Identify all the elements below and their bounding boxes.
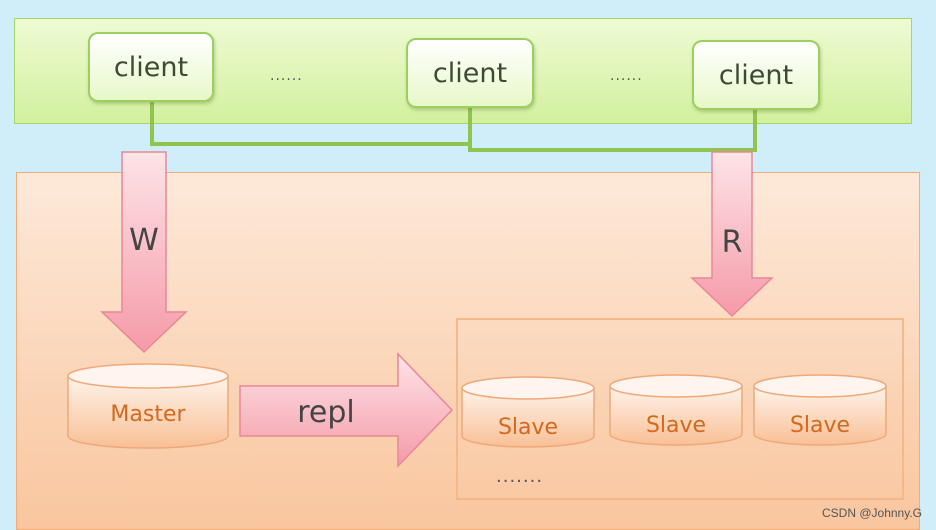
slave-db-3-top	[753, 374, 887, 398]
client-gap-ellipsis-2: ......	[610, 68, 643, 84]
slave-db-3: Slave	[753, 374, 887, 446]
client-box-2: client	[406, 38, 534, 108]
repl-arrow-label: repl	[297, 395, 355, 430]
master-db-top	[67, 363, 229, 389]
slave-db-2-top	[609, 374, 743, 398]
slave-db-1: Slave	[461, 376, 595, 448]
write-arrow	[100, 151, 188, 354]
master-db-body	[67, 376, 229, 449]
watermark: CSDN @Johnny.G	[822, 506, 922, 520]
client-label-1: client	[113, 51, 189, 83]
client-connector-mid	[468, 108, 757, 152]
slave-db-1-label: Slave	[498, 415, 558, 440]
read-arrow-label: R	[722, 225, 743, 260]
client-label-2: client	[432, 57, 508, 89]
client-connector-left	[150, 102, 470, 146]
slave-db-2-body	[609, 386, 743, 446]
master-db: Master	[67, 363, 229, 449]
read-arrow	[690, 151, 774, 318]
slave-db-2: Slave	[609, 374, 743, 446]
repl-arrow	[239, 352, 454, 468]
slave-group-frame	[456, 318, 904, 500]
client-gap-ellipsis-1: ......	[270, 68, 303, 84]
master-db-label: Master	[110, 402, 186, 427]
write-arrow-label: W	[129, 223, 159, 258]
slave-more-ellipsis: .......	[496, 466, 543, 487]
slave-db-3-label: Slave	[790, 413, 850, 438]
client-box-3: client	[692, 40, 820, 110]
slave-db-2-label: Slave	[646, 413, 706, 438]
client-label-3: client	[718, 59, 794, 91]
slave-db-3-body	[753, 386, 887, 446]
slave-db-1-top	[461, 376, 595, 400]
client-box-1: client	[88, 32, 214, 102]
slave-db-1-body	[461, 388, 595, 448]
